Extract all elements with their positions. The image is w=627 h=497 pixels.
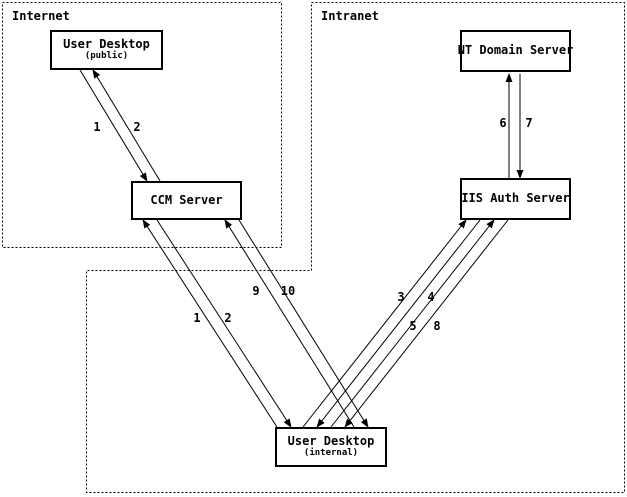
- edge-label-4: 4: [427, 290, 435, 304]
- edge-label-5: 5: [409, 319, 417, 333]
- node-ccm-server: CCM Server: [131, 181, 242, 220]
- edge-4-iis-to-internal-desktop: [316, 219, 481, 428]
- edge-label-7: 7: [525, 116, 533, 130]
- node-title: User Desktop: [287, 434, 375, 449]
- edge-1-public-desktop-to-ccm: [79, 69, 148, 182]
- edge-label-3: 3: [397, 290, 405, 304]
- edge-label-10: 10: [280, 284, 296, 298]
- edge-label-1-public: 1: [93, 120, 101, 134]
- edge-8-iis-to-internal-desktop: [344, 219, 509, 428]
- edge-3-internal-desktop-to-iis: [302, 219, 467, 428]
- edge-9-internal-desktop-to-ccm: [224, 219, 355, 428]
- node-iis-auth-server: IIS Auth Server: [460, 178, 571, 220]
- node-title: User Desktop: [63, 37, 150, 52]
- edge-label-6: 6: [499, 116, 507, 130]
- node-title: IIS Auth Server: [461, 191, 570, 206]
- edge-label-1-internal: 1: [193, 311, 201, 325]
- intranet-zone-border: [86, 2, 625, 493]
- edge-label-2-internal: 2: [224, 311, 232, 325]
- edge-2-ccm-to-internal-desktop: [156, 219, 292, 428]
- edge-label-2-public: 2: [133, 120, 141, 134]
- node-nt-domain-server: NT Domain Server: [457, 30, 574, 72]
- node-subtitle: (public): [84, 50, 129, 61]
- internet-zone-label: Internet: [12, 9, 70, 23]
- node-title: CCM Server: [150, 192, 223, 207]
- edge-2-ccm-to-public-desktop: [92, 69, 161, 182]
- node-title: NT Domain Server: [457, 43, 574, 58]
- edge-1-internal-desktop-to-ccm: [142, 219, 278, 428]
- node-user-desktop-public: User Desktop (public): [50, 30, 163, 70]
- edge-label-8: 8: [433, 319, 441, 333]
- internet-zone-border: [2, 2, 282, 248]
- edge-5-internal-desktop-to-iis: [330, 219, 495, 428]
- node-subtitle: (internal): [303, 447, 359, 458]
- intranet-zone-label: Intranet: [321, 9, 379, 23]
- edge-10-ccm-to-internal-desktop: [238, 219, 369, 428]
- edge-label-9: 9: [252, 284, 260, 298]
- node-user-desktop-internal: User Desktop (internal): [275, 427, 387, 467]
